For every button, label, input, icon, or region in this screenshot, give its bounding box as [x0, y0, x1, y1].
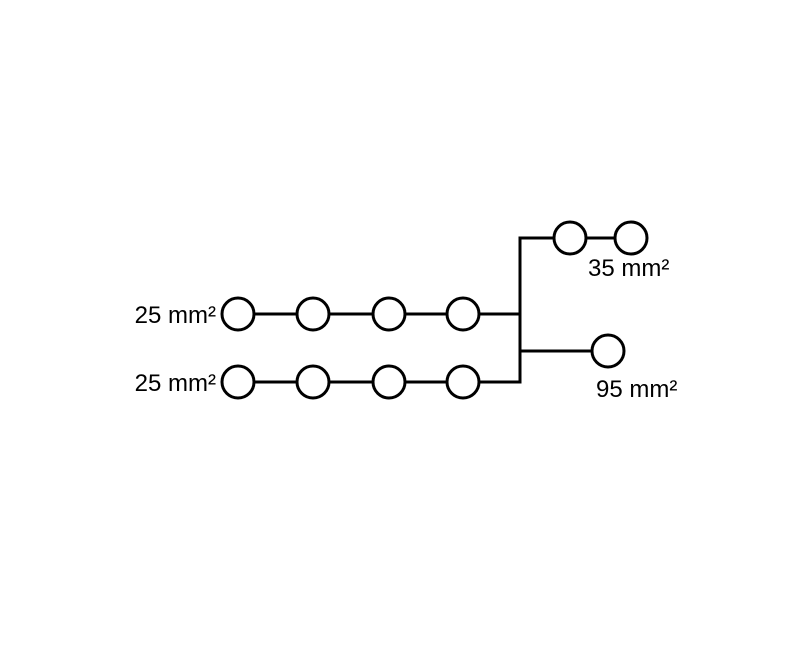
label-output-bottom: 95 mm²: [596, 376, 677, 403]
label-output-top: 35 mm²: [588, 255, 669, 282]
terminal-circle: [445, 296, 481, 332]
terminal-circle: [220, 296, 256, 332]
label-input-bottom: 25 mm²: [135, 370, 216, 397]
terminal-circle: [552, 220, 588, 256]
labels: 25 mm² 25 mm² 35 mm² 95 mm²: [135, 255, 678, 403]
terminal-circle: [295, 364, 331, 400]
terminal-circle: [295, 296, 331, 332]
terminal-circle: [590, 333, 626, 369]
terminal-circle: [371, 364, 407, 400]
terminal-circle: [371, 296, 407, 332]
label-input-top: 25 mm²: [135, 302, 216, 329]
terminal-circle: [445, 364, 481, 400]
terminal-circle: [220, 364, 256, 400]
terminals: [220, 220, 649, 400]
terminal-circle: [613, 220, 649, 256]
